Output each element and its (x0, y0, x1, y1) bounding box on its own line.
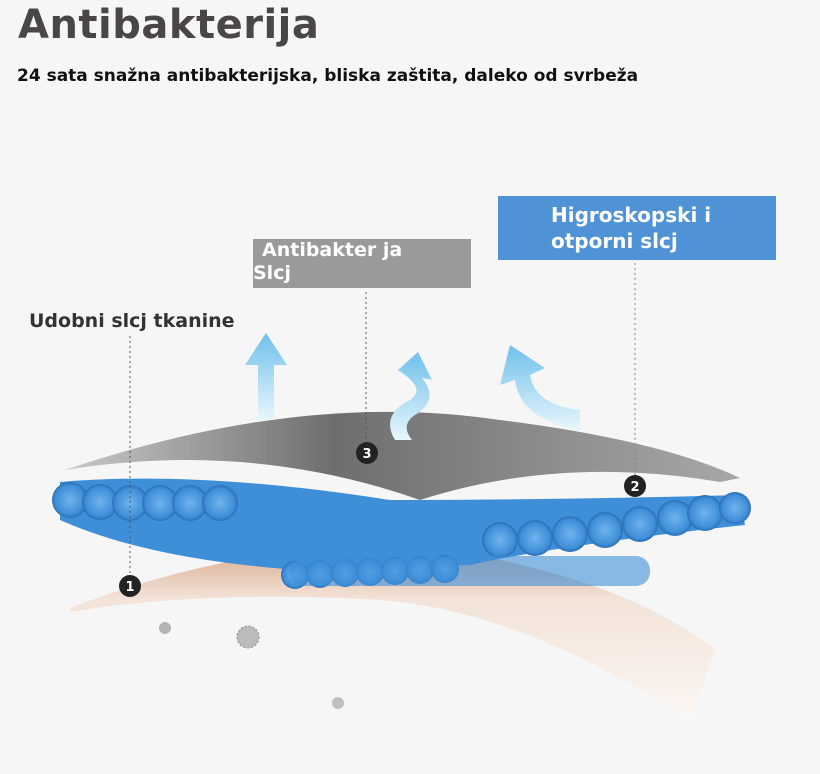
hygroscopic-layer-label: Higroskopski i otporni slcj (498, 196, 776, 260)
antibacterial-layer-label: Antibakter ja Slcj (253, 239, 471, 288)
antibacterial-label-line1: Antibakter ja (262, 239, 403, 261)
page-subtitle: 24 sata snažna antibakterijska, bliska z… (17, 66, 639, 86)
hygroscopic-label-line2: otporni slcj (551, 229, 678, 253)
bacteria-icon (332, 697, 344, 709)
antibacterial-layer (65, 411, 740, 500)
svg-text:3: 3 (362, 447, 371, 462)
page-title: Antibakterija (18, 2, 320, 48)
svg-text:2: 2 (630, 480, 639, 495)
marker-2: 2 (624, 475, 646, 497)
marker-1: 1 (119, 575, 141, 597)
hygroscopic-label-line1: Higroskopski i (551, 203, 712, 227)
comfort-fabric-layer (70, 547, 715, 720)
moisture-wave-arrow-icon (390, 352, 432, 440)
antibacterial-label-line2: Slcj (253, 262, 291, 284)
bacteria-icon (159, 622, 171, 634)
svg-text:1: 1 (125, 580, 134, 595)
airflow-arrow-icon (245, 333, 287, 420)
comfort-layer-label: Udobni slcj tkanine (29, 310, 235, 332)
marker-3: 3 (356, 442, 378, 464)
curved-arrow-icon (500, 345, 580, 430)
bacteria-icon (236, 625, 260, 649)
